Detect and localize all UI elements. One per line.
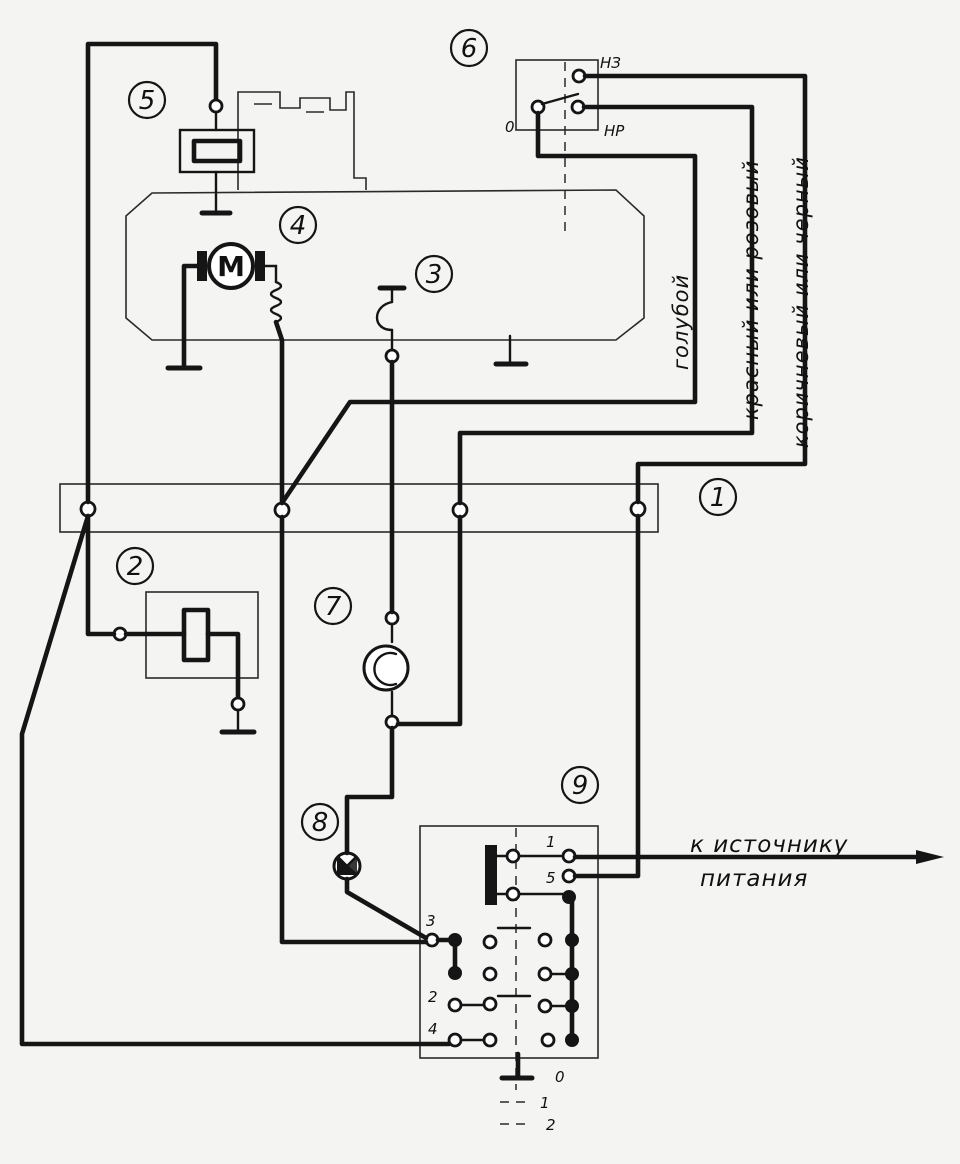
callout-9: 9 [572,771,589,801]
label-nr: НР [604,122,625,140]
element-3 [375,285,407,364]
callout-4: 4 [290,211,307,241]
motor-m: M [165,242,283,371]
housing-4 [125,91,645,341]
label-t1: 1 [546,833,556,851]
callout-7: 7 [325,592,342,622]
callout-3: 3 [426,260,443,290]
wire-label-red-pink: красный или розовый [739,160,763,420]
main-switch-9: 1 5 3 2 4 0 1 2 [419,825,599,1134]
position-2: 2 [546,1116,556,1134]
label-t3: 3 [426,912,436,930]
callout-6: 6 [461,34,478,64]
callout-5: 5 [139,86,156,116]
power-label-line1: к источнику [690,832,848,858]
power-label-line2: питания [700,866,808,892]
callout-8: 8 [312,808,329,838]
capacitor-2 [112,591,259,735]
relay-5 [178,128,256,216]
callout-2: 2 [127,552,144,582]
wire-label-blue: голубой [669,274,693,370]
wires [19,41,944,1047]
callouts: 1 2 3 4 5 6 7 8 9 [115,28,738,842]
switch-6: НЗ НР 0 [505,54,625,232]
wire-label-brown-black: коричневый или черный [789,156,813,448]
terminal-strip-1 [59,483,659,533]
label-t2: 2 [428,988,438,1006]
device-7 [362,610,410,730]
lamp-8 [332,851,362,881]
motor-letter: M [217,250,245,283]
label-nz: НЗ [600,54,621,72]
position-0: 0 [555,1068,565,1086]
label-t5: 5 [546,869,556,887]
label-t4: 4 [428,1020,438,1038]
callout-1: 1 [710,483,727,513]
position-1: 1 [540,1094,550,1112]
label-zero: 0 [505,118,515,136]
